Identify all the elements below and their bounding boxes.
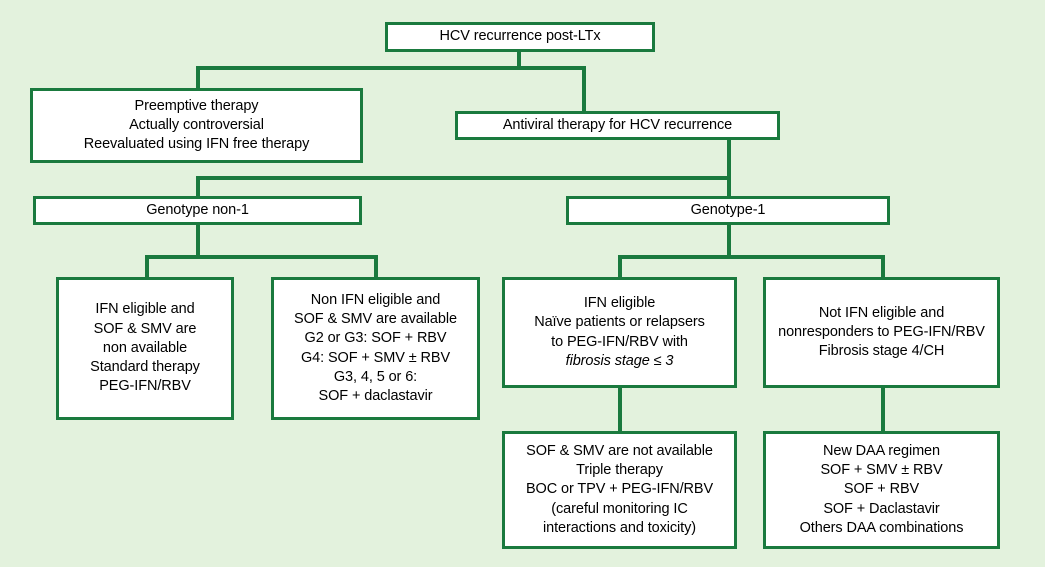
- node-line: Fibrosis stage 4/CH: [818, 343, 945, 360]
- connector-non1-left: [145, 255, 149, 278]
- node-line: IFN eligible and: [95, 301, 195, 318]
- node-g1-not-ifn-eligible[interactable]: Not IFN eligible and nonresponders to PE…: [763, 277, 1000, 388]
- node-line: Genotype-1: [690, 201, 766, 218]
- connector-g1-right: [881, 255, 885, 278]
- node-genotype-non-1[interactable]: Genotype non-1: [33, 196, 362, 225]
- node-line: SOF + Daclastavir: [823, 500, 940, 517]
- node-antiviral-therapy[interactable]: Antiviral therapy for HCV recurrence: [455, 111, 780, 140]
- node-line: IFN eligible: [583, 294, 656, 311]
- connector-non1-stem: [196, 224, 200, 258]
- node-line: SOF + RBV: [843, 481, 920, 498]
- connector-root-stem: [517, 51, 521, 70]
- node-line: New DAA regimen: [823, 442, 940, 459]
- node-line: PEG-IFN/RBV: [99, 378, 191, 395]
- node-line: Preemptive therapy: [134, 97, 259, 114]
- connector-non1-bus: [145, 255, 378, 259]
- node-line: interactions and toxicity): [543, 519, 696, 536]
- node-line: Reevaluated using IFN free therapy: [83, 136, 310, 153]
- connector-g1-ifn-to-triple: [618, 388, 622, 432]
- connector-g1-notifn-to-daa: [881, 388, 885, 432]
- connector-antiviral-stem: [727, 139, 731, 177]
- connector-to-preemptive: [196, 66, 200, 89]
- node-g1-ifn-eligible[interactable]: IFN eligible Naïve patients or relapsers…: [502, 277, 737, 388]
- node-line-italic: fibrosis stage ≤ 3: [565, 352, 674, 369]
- node-line: G3, 4, 5 or 6:: [333, 368, 418, 385]
- connector-g1-bus: [618, 255, 885, 259]
- node-line: Triple therapy: [576, 462, 663, 479]
- node-line: HCV recurrence post-LTx: [439, 28, 601, 45]
- node-line: SOF + SMV ± RBV: [820, 462, 943, 479]
- node-line: SOF & SMV are not available: [526, 442, 713, 459]
- connector-genotype-bus: [196, 176, 731, 180]
- node-line: Actually controversial: [129, 116, 264, 133]
- node-line: (careful monitoring IC: [551, 500, 688, 517]
- node-line: non available: [102, 339, 188, 356]
- connector-non1-right: [374, 255, 378, 278]
- connector-root-bus: [196, 66, 586, 70]
- node-genotype-1[interactable]: Genotype-1: [566, 196, 890, 225]
- connector-to-genotype-1: [727, 176, 731, 197]
- node-line: nonresponders to PEG-IFN/RBV: [778, 323, 985, 340]
- connector-to-antiviral: [582, 66, 586, 112]
- node-line: Standard therapy: [90, 359, 200, 376]
- node-line: Genotype non-1: [146, 201, 249, 218]
- node-g1-new-daa-regimen[interactable]: New DAA regimen SOF + SMV ± RBV SOF + RB…: [763, 431, 1000, 549]
- node-preemptive-therapy[interactable]: Preemptive therapy Actually controversia…: [30, 88, 363, 163]
- node-line: G4: SOF + SMV ± RBV: [300, 349, 451, 366]
- node-line: Antiviral therapy for HCV recurrence: [502, 116, 733, 133]
- node-line: to PEG-IFN/RBV with: [551, 333, 688, 350]
- node-line: SOF & SMV are: [93, 320, 197, 337]
- node-line: Non IFN eligible and: [310, 291, 441, 308]
- connector-g1-stem: [727, 224, 731, 258]
- node-line: Naïve patients or relapsers: [534, 314, 705, 331]
- node-hcv-recurrence-post-ltx[interactable]: HCV recurrence post-LTx: [385, 22, 655, 52]
- node-line: SOF + daclastavir: [318, 388, 433, 405]
- connector-to-genotype-non1: [196, 176, 200, 197]
- node-line: BOC or TPV + PEG-IFN/RBV: [525, 481, 714, 498]
- node-line: Others DAA combinations: [799, 519, 964, 536]
- node-non1-ifn-eligible[interactable]: IFN eligible and SOF & SMV are non avail…: [56, 277, 234, 420]
- node-line: Not IFN eligible and: [818, 304, 945, 321]
- node-line: G2 or G3: SOF + RBV: [304, 330, 447, 347]
- node-line: SOF & SMV are available: [294, 310, 457, 327]
- node-g1-triple-therapy[interactable]: SOF & SMV are not available Triple thera…: [502, 431, 737, 549]
- connector-g1-left: [618, 255, 622, 278]
- node-non1-non-ifn-eligible[interactable]: Non IFN eligible and SOF & SMV are avail…: [271, 277, 480, 420]
